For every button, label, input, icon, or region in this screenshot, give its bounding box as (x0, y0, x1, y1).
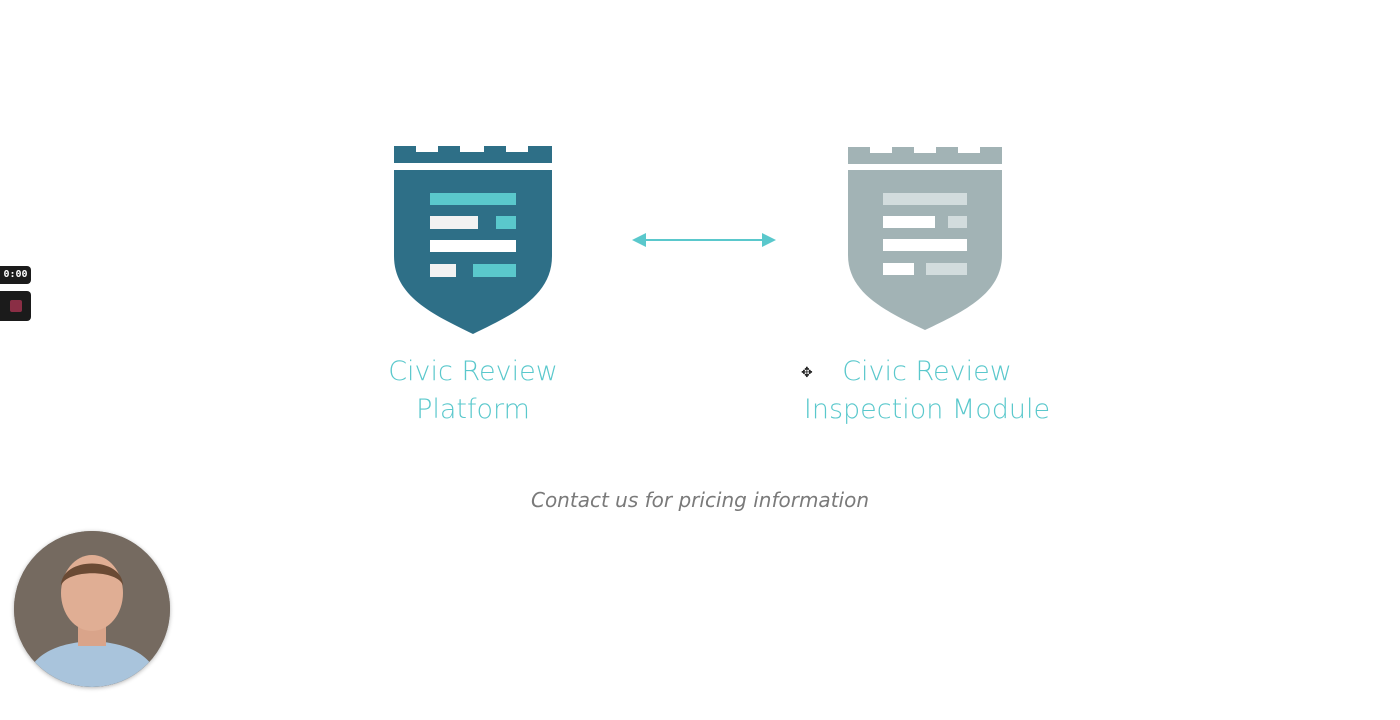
move-cursor-icon: ✥ (801, 365, 813, 381)
recording-timer: 0:00 (0, 266, 31, 284)
inspection-title-line1: Civic Review (842, 356, 1012, 387)
platform-title: Civic Review Platform (333, 353, 613, 429)
presenter-figure-icon (14, 531, 170, 687)
stop-recording-button[interactable] (0, 291, 31, 321)
inspection-shield-icon (848, 147, 1002, 330)
pricing-tagline: Contact us for pricing information (530, 488, 870, 512)
bidirectional-arrow-icon (632, 233, 776, 247)
platform-shield-icon (394, 146, 552, 334)
presenter-webcam-avatar[interactable] (14, 531, 170, 687)
inspection-module-title: Civic Review Inspection Module (767, 353, 1087, 429)
platform-title-line1: Civic Review (388, 356, 558, 387)
stop-icon (10, 300, 22, 312)
platform-title-line2: Platform (416, 394, 530, 425)
inspection-title-line2: Inspection Module (803, 394, 1051, 425)
